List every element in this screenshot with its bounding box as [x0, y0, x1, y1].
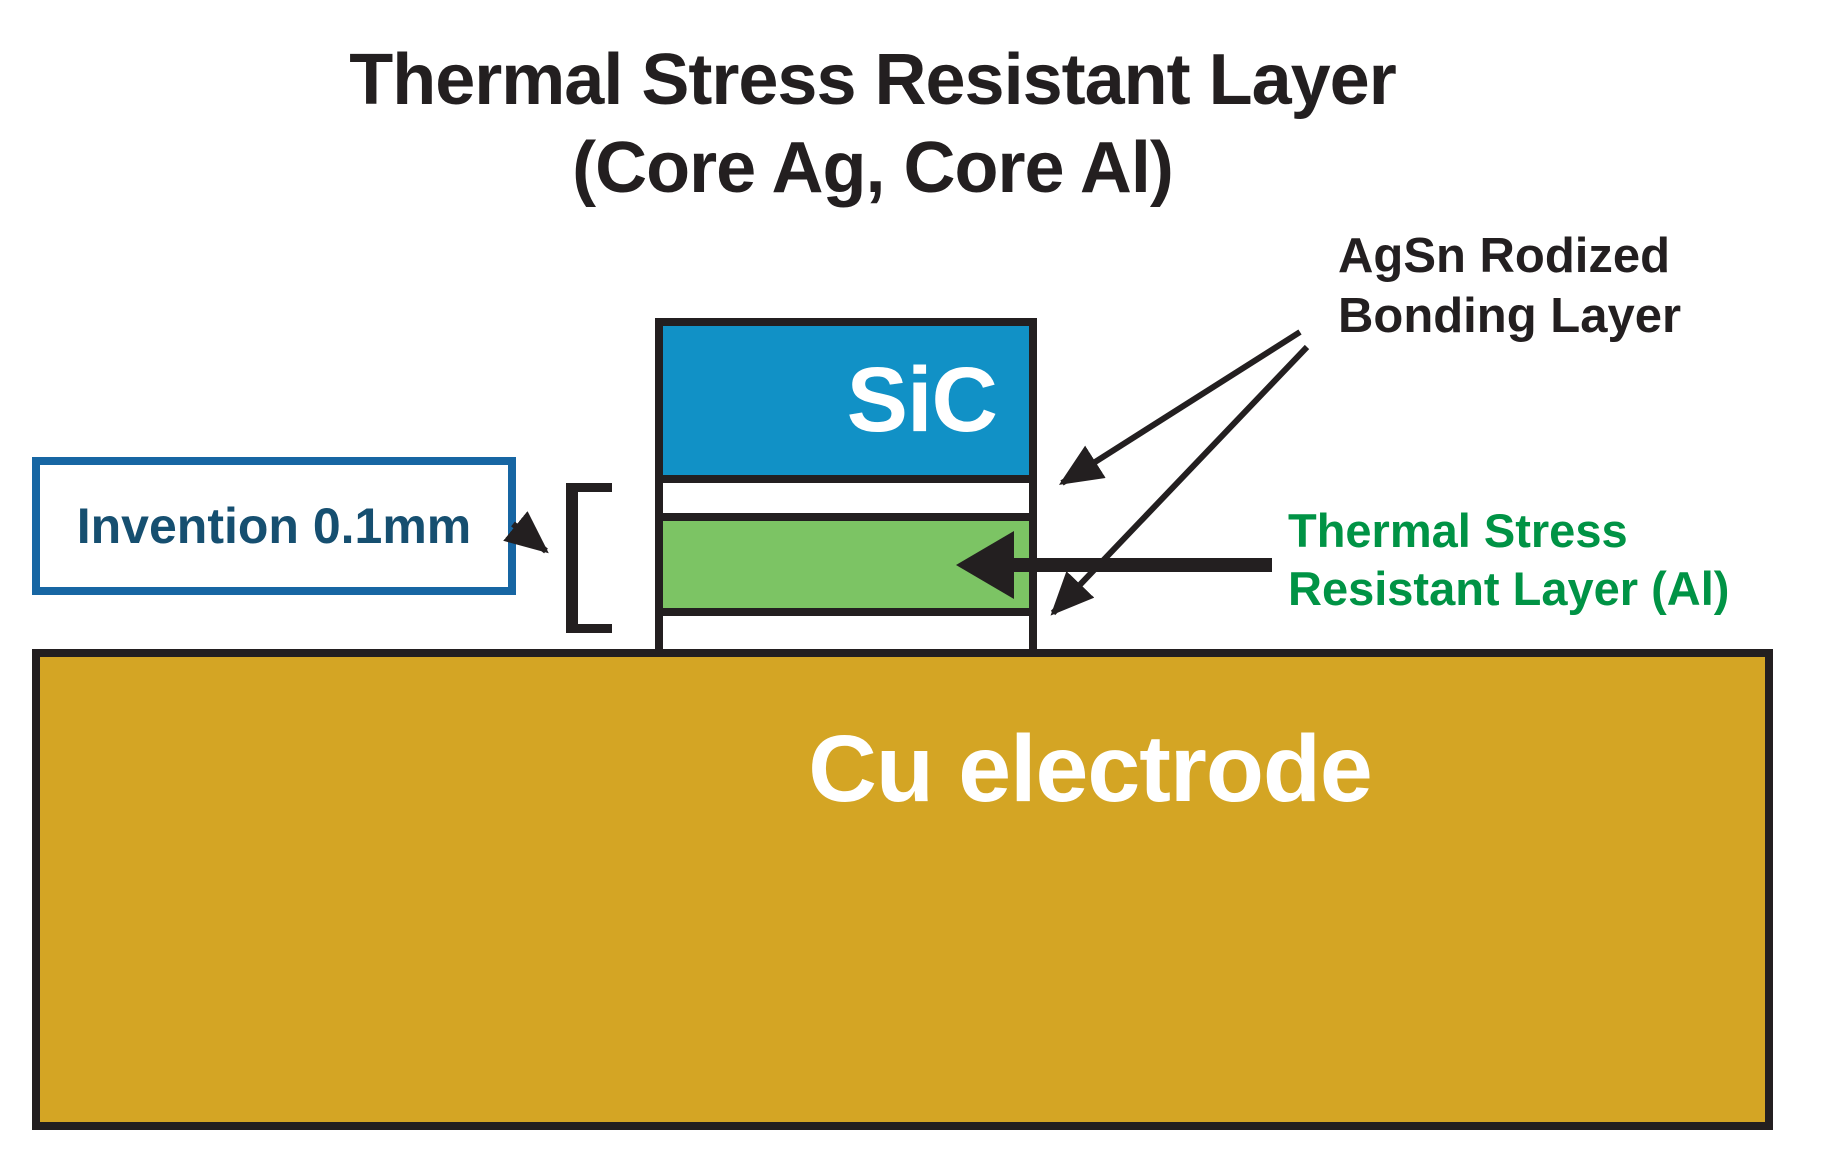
title-line-1: Thermal Stress Resistant Layer: [349, 40, 1396, 120]
thermal-label-line-2: Resistant Layer (Al): [1288, 562, 1730, 615]
size-bracket-top-tick: [566, 483, 612, 492]
diagram-title: Thermal Stress Resistant Layer (Core Ag,…: [0, 36, 1745, 212]
agsn-bonding-label: AgSn Rodized Bonding Layer: [1338, 226, 1681, 346]
agsn-arrow-top: [1058, 329, 1302, 486]
thermal-stress-label: Thermal Stress Resistant Layer (Al): [1288, 502, 1729, 618]
cu-electrode-label: Cu electrode: [808, 716, 1372, 822]
size-bracket: [566, 483, 578, 633]
agsn-label-line-2: Bonding Layer: [1338, 289, 1682, 343]
bonding-layer-top: [663, 483, 1029, 521]
title-line-2: (Core Ag, Core Al): [572, 128, 1174, 208]
invention-arrow: [503, 511, 549, 554]
size-bracket-bottom-tick: [566, 624, 612, 633]
thermal-label-line-1: Thermal Stress: [1288, 504, 1628, 557]
invention-label: Invention 0.1mm: [76, 498, 472, 554]
thermal-stress-layer: [663, 521, 1029, 616]
agsn-label-line-1: AgSn Rodized: [1338, 229, 1671, 283]
invention-callout-box: Invention 0.1mm: [32, 457, 516, 595]
cu-electrode: Cu electrode: [32, 649, 1773, 1130]
thermal-layer-arrow-head: [956, 531, 1014, 599]
sic-layer-label: SiC: [846, 349, 998, 451]
sic-layer: SiC: [663, 326, 1029, 483]
bonding-layer-bottom: [663, 616, 1029, 649]
agsn-arrow-bottom: [1050, 344, 1310, 616]
layer-stack: SiC: [655, 318, 1037, 649]
